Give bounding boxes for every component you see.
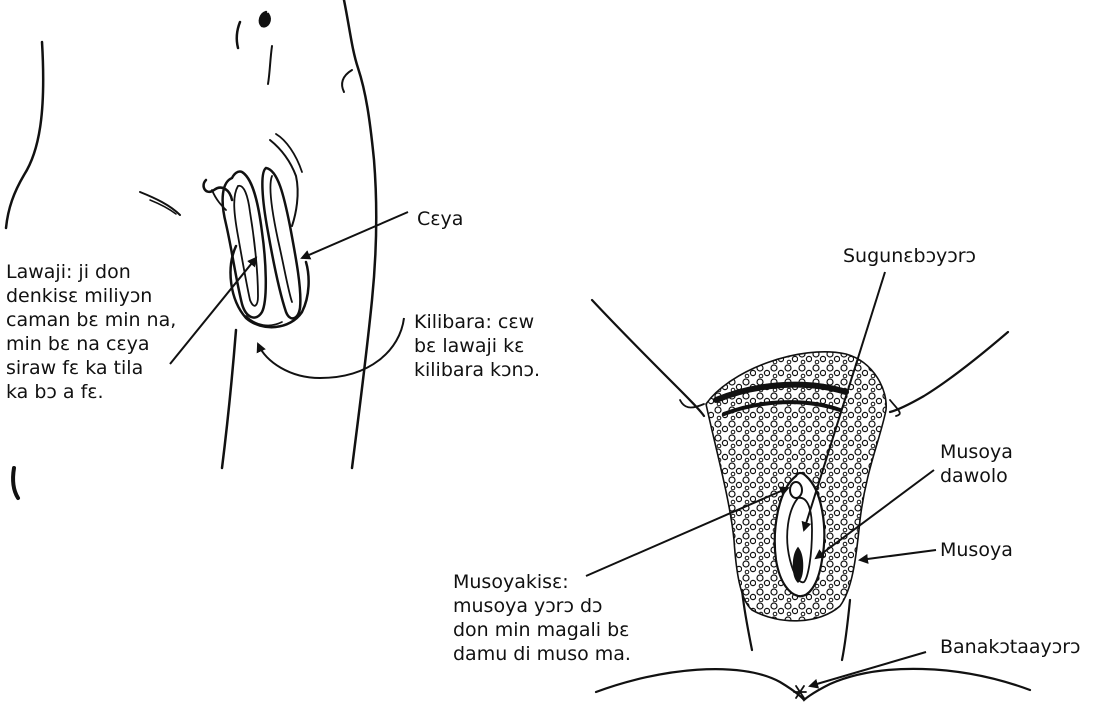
label-vulva-mouth: Musoya dawolo xyxy=(940,440,1013,488)
label-epididymis: Kilibara: cɛw bɛ lawaji kɛ kilibara kɔnɔ… xyxy=(414,310,540,382)
label-clitoris: Musoyakisɛ: musoya yɔrɔ dɔ don min magal… xyxy=(453,570,631,666)
label-testicle: Lawaji: ji don denkisɛ miliyɔn caman bɛ … xyxy=(6,260,176,404)
label-scrotum: Cɛya xyxy=(417,207,463,231)
arrow-vulva xyxy=(860,550,936,560)
label-vulva: Musoya xyxy=(940,538,1013,562)
arrow-testicle xyxy=(170,258,256,364)
label-urethra: Sugunɛbɔyɔrɔ xyxy=(843,244,976,268)
label-anus: Banakɔtaayɔrɔ xyxy=(940,635,1080,659)
arrow-scrotum xyxy=(302,212,408,258)
